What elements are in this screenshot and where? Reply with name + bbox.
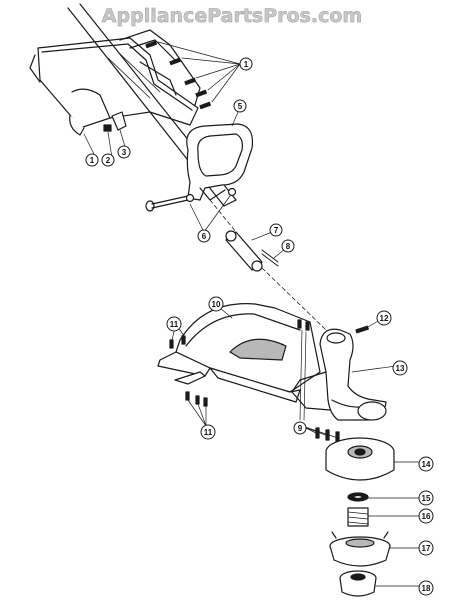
callout-label: 10	[212, 300, 221, 309]
watermark-text: AppliancePartsPros.com	[102, 5, 362, 27]
callout-circle	[239, 57, 253, 71]
nut-part-2	[103, 124, 112, 132]
callout-circle	[418, 490, 434, 506]
screw-9-leaders	[299, 329, 307, 421]
trimmer-spool	[329, 531, 391, 567]
callout-circle	[166, 316, 182, 332]
coupling-tube	[225, 230, 263, 272]
callout-circle	[281, 239, 295, 253]
callout-1: 1	[239, 57, 253, 71]
callout-circle	[197, 229, 211, 243]
callout-label: 11	[170, 320, 179, 329]
callout-16: 16	[418, 508, 434, 524]
screw-leader-lines	[157, 41, 241, 103]
drive-shaft	[261, 249, 279, 267]
gearhead-screw	[355, 325, 369, 334]
callout-circle	[200, 424, 216, 440]
callout-circle	[376, 310, 392, 326]
callout-circle	[418, 540, 434, 556]
callout-label: 5	[238, 102, 243, 111]
callout-10: 10	[208, 296, 224, 312]
washer-part-15	[347, 492, 369, 502]
stack-leader-lines	[367, 461, 421, 587]
callout-1: 1	[85, 153, 99, 167]
callout-5: 5	[233, 99, 247, 113]
callout-label: 3	[122, 148, 127, 157]
callout-label: 13	[396, 364, 405, 373]
handle-bolt	[145, 187, 237, 212]
callout-17: 17	[418, 540, 434, 556]
callout-18: 18	[418, 580, 434, 596]
callout-label: 12	[380, 314, 389, 323]
callout-9: 9	[293, 421, 307, 435]
callout-14: 14	[418, 456, 434, 472]
callout-label: 8	[286, 242, 291, 251]
callout-circle	[392, 360, 408, 376]
callout-13: 13	[392, 360, 408, 376]
callout-label: 14	[422, 460, 431, 469]
callout-circle	[269, 223, 283, 237]
spring-part-16	[347, 507, 369, 527]
callout-label: 11	[204, 428, 213, 437]
callout-12: 12	[376, 310, 392, 326]
callout-label: 1	[90, 156, 95, 165]
assist-handle	[186, 123, 254, 201]
bump-knob	[339, 570, 377, 597]
handle-housing	[29, 29, 201, 136]
gearhead-housing	[291, 328, 387, 421]
assembly-centerline	[209, 199, 327, 331]
callout-label: 1	[244, 60, 249, 69]
callout-label: 17	[422, 544, 431, 553]
callout-label: 7	[274, 226, 279, 235]
callout-circle	[418, 508, 434, 524]
callout-3: 3	[117, 145, 131, 159]
callout-7: 7	[269, 223, 283, 237]
trimmer-guard	[157, 303, 321, 403]
clip-part-3	[111, 111, 127, 131]
callout-circle	[85, 153, 99, 167]
callout-circle	[418, 456, 434, 472]
callout-15: 15	[418, 490, 434, 506]
callout-6: 6	[197, 229, 211, 243]
callout-label: 6	[202, 232, 207, 241]
callout-circle	[208, 296, 224, 312]
callout-2: 2	[101, 153, 115, 167]
callout-circle	[233, 99, 247, 113]
callout-circle	[293, 421, 307, 435]
callout-label: 9	[298, 424, 303, 433]
callout-11: 11	[166, 316, 182, 332]
callout-circle	[418, 580, 434, 596]
callout-8: 8	[281, 239, 295, 253]
callout-circle	[117, 145, 131, 159]
callout-label: 16	[422, 512, 431, 521]
callout-circle	[101, 153, 115, 167]
callout-label: 2	[106, 156, 111, 165]
callout-label: 15	[422, 494, 431, 503]
callout-11: 11	[200, 424, 216, 440]
callout-label: 18	[422, 584, 431, 593]
guard-screws	[169, 335, 208, 407]
housing-screws	[145, 40, 211, 110]
spool-adapter	[325, 437, 395, 481]
